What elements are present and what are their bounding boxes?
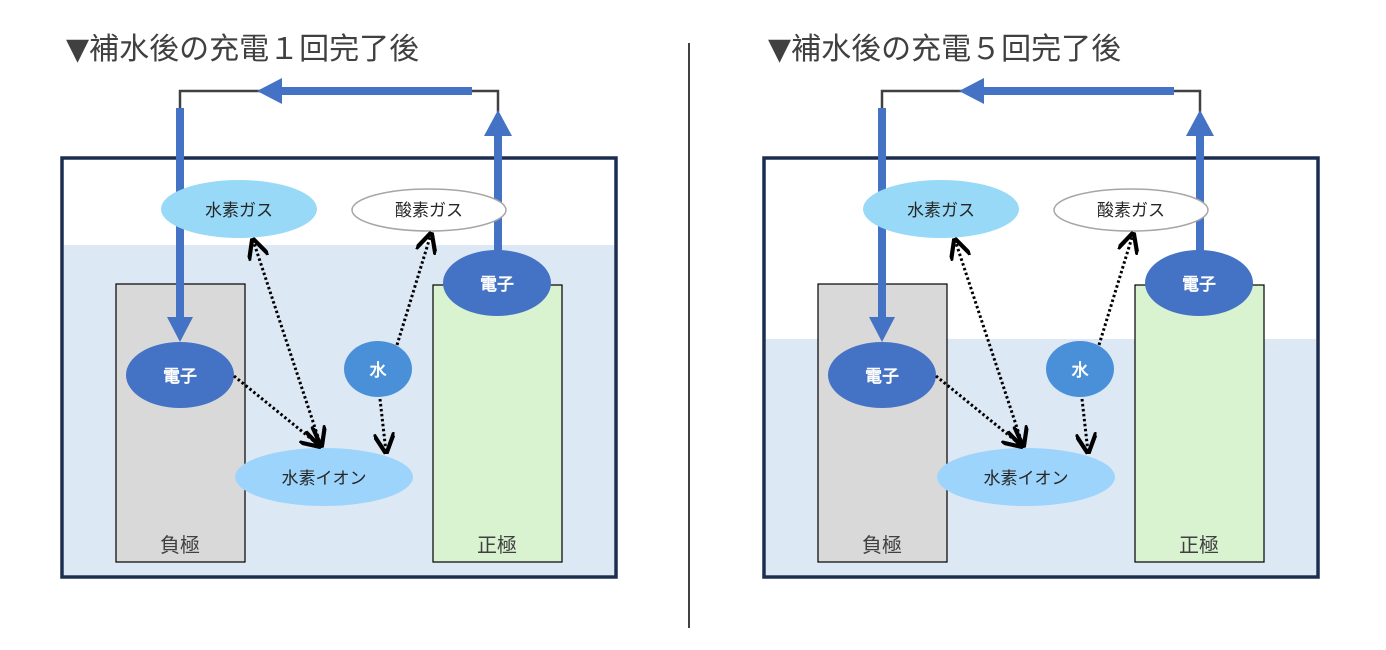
oxygen-gas-label: 酸素ガス [1097, 201, 1165, 221]
panel-after-5-charges: ▼補水後の充電５回完了後 負極 正極 水素ガス 酸素ガス 電子 電子 水 水素イ… [702, 0, 1386, 650]
hydrogen-gas-label: 水素ガス [205, 201, 273, 221]
electron-negative-bubble [126, 342, 234, 408]
battery-diagram: 負極 正極 水素ガス 酸素ガス 電子 電子 水 水素イオン [60, 78, 618, 579]
up-arrow-head-icon [1186, 110, 1214, 136]
electron-to-ion-arrow [935, 374, 1022, 446]
positive-electrode [1134, 284, 1265, 563]
electron-positive-label: 電子 [480, 275, 514, 295]
electron-to-ion-arrow [233, 374, 320, 446]
panel-title: ▼補水後の充電５回完了後 [768, 32, 1122, 67]
water-molecule-bubble [1046, 341, 1114, 397]
electron-negative-bubble [828, 342, 936, 408]
water-molecule-label: 水 [1072, 360, 1090, 381]
ion-to-hydrogen-gas-arrow [253, 240, 321, 446]
hydrogen-ion-label: 水素イオン [282, 469, 367, 489]
negative-electrode-label: 負極 [862, 533, 902, 557]
positive-electrode-label: 正極 [477, 533, 517, 557]
panel-after-1-charge: ▼補水後の充電１回完了後 負極 正極 水素ガス 酸素ガス 電子 [60, 32, 618, 579]
hydrogen-gas-bubble [161, 180, 317, 238]
electron-negative-label: 電子 [865, 367, 899, 387]
water-to-ion-arrow [380, 398, 386, 452]
up-arrow-head-icon [484, 110, 512, 136]
water-molecule-label: 水 [370, 360, 388, 381]
battery-diagram: 負極 正極 水素ガス 酸素ガス 電子 電子 水 水素イオン [762, 78, 1320, 579]
hydrogen-ion-bubble [937, 448, 1115, 506]
panel-title: ▼補水後の充電１回完了後 [66, 32, 420, 67]
electron-positive-bubble [443, 250, 551, 316]
hydrogen-gas-bubble [863, 180, 1019, 238]
wire-arrow-shaft [982, 87, 1174, 95]
wire-arrow-shaft [280, 87, 472, 95]
hydrogen-ion-label: 水素イオン [984, 469, 1069, 489]
positive-electrode [432, 284, 563, 563]
down-arrow-head-icon [869, 317, 895, 342]
up-arrow-shaft [494, 134, 502, 254]
panel-divider [688, 43, 690, 628]
water-to-oxygen-arrow [1097, 234, 1133, 346]
electron-positive-label: 電子 [1182, 275, 1216, 295]
ion-to-hydrogen-gas-arrow [955, 240, 1023, 446]
water-molecule-bubble [344, 341, 412, 397]
electron-negative-label: 電子 [163, 367, 197, 387]
wire-arrow-head-left-icon [959, 78, 984, 104]
positive-electrode-label: 正極 [1179, 533, 1219, 557]
water-to-oxygen-arrow [395, 234, 431, 346]
water-to-ion-arrow [1082, 398, 1088, 452]
up-arrow-shaft [1196, 134, 1204, 254]
electron-positive-bubble [1145, 250, 1253, 316]
oxygen-gas-label: 酸素ガス [395, 201, 463, 221]
hydrogen-gas-label: 水素ガス [907, 201, 975, 221]
hydrogen-ion-bubble [235, 448, 413, 506]
down-arrow-head-icon [167, 317, 193, 342]
negative-electrode-label: 負極 [160, 533, 200, 557]
wire-arrow-head-left-icon [257, 78, 282, 104]
